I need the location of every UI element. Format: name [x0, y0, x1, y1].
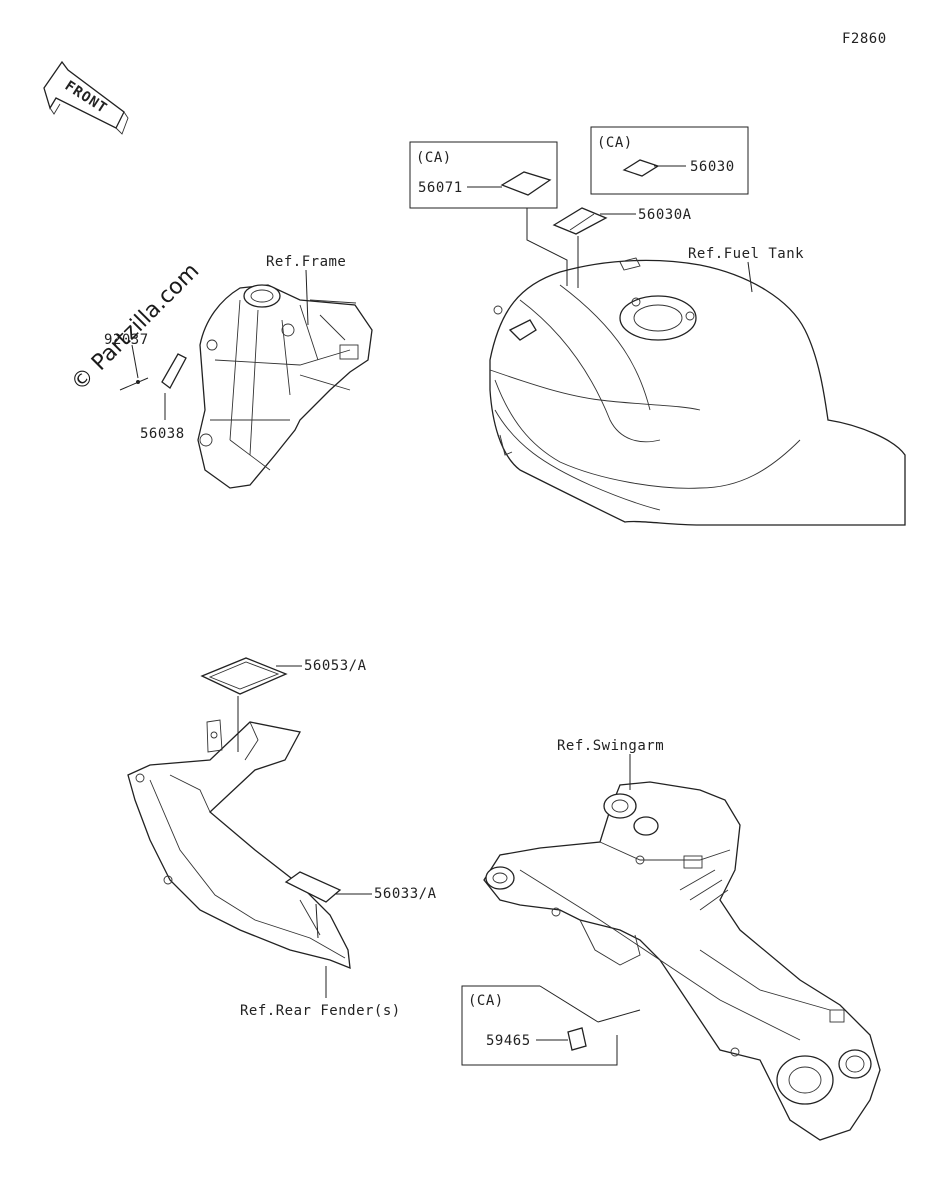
part-56030A-sticker: [552, 207, 608, 235]
swingarm-part: [483, 781, 881, 1141]
part-92037-label: 92037: [104, 332, 149, 348]
part-56030-label: 56030: [690, 159, 735, 175]
part-56053A-label: 56053/A: [304, 658, 367, 674]
part-59465-label: 59465: [486, 1033, 531, 1049]
ca-tag-56071: (CA): [416, 150, 452, 166]
part-56071-label: 56071: [418, 180, 463, 196]
ca-box-56071: (CA) 56071: [409, 141, 558, 209]
part-56071-sticker: [500, 171, 552, 196]
frame-part: [197, 284, 373, 489]
part-56030-sticker: [622, 159, 660, 177]
part-56053A-sticker: [200, 657, 288, 695]
ca-tag-56030: (CA): [597, 135, 633, 151]
rear-fender-part: [127, 719, 351, 970]
ca-box-59465: (CA) 59465: [461, 985, 641, 1066]
ref-frame-label: Ref.Frame: [266, 254, 346, 270]
ref-fuel-tank-label: Ref.Fuel Tank: [688, 246, 804, 262]
part-56038-sticker: [161, 353, 187, 389]
watermark: © Partzilla.com: [67, 259, 205, 397]
ca-box-56030: (CA) 56030: [590, 126, 749, 195]
part-56038-label: 56038: [140, 426, 185, 442]
part-59465-sticker: [567, 1027, 587, 1051]
part-56033A-label: 56033/A: [374, 886, 437, 902]
part-92037-pin: [136, 380, 140, 384]
part-56030A-label: 56030A: [638, 207, 692, 223]
ref-swingarm-label: Ref.Swingarm: [557, 738, 664, 754]
diagram-code: F2860: [842, 31, 887, 47]
part-56033A-sticker: [284, 871, 342, 903]
ca-tag-59465: (CA): [468, 993, 504, 1009]
front-arrow-icon: FRONT: [43, 60, 129, 135]
fuel-tank-part: [489, 257, 906, 526]
ref-rear-fender-label: Ref.Rear Fender(s): [240, 1003, 401, 1019]
